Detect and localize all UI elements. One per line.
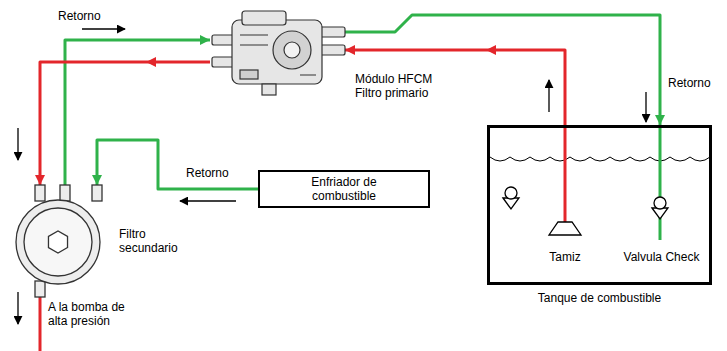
secondary-filter: Filtro secundario — [15, 185, 101, 297]
fuel-level — [490, 157, 710, 161]
outlet-label: A la bomba de alta presión — [48, 300, 143, 329]
fuel-line — [97, 140, 258, 189]
check-valve-symbol — [503, 187, 519, 209]
strainer-symbol — [549, 222, 581, 235]
direction-arrow — [548, 80, 549, 112]
node-label: Tanque de combustible — [490, 291, 709, 305]
module-drain — [262, 84, 276, 95]
valve-ball — [505, 187, 517, 199]
hfcm-module-illustration — [212, 11, 345, 95]
hex-nut — [48, 231, 67, 253]
direction-arrow — [180, 200, 236, 201]
port-stub — [60, 185, 70, 201]
edge-label-holder: Retorno — [184, 166, 231, 180]
edge-label-holder: Retorno — [56, 9, 103, 23]
direction-arrow — [645, 92, 646, 122]
module-detail — [240, 35, 316, 75]
module-body — [232, 20, 322, 84]
label-holder: Tamiz — [535, 250, 595, 264]
module-cap — [242, 11, 286, 25]
direction-arrows — [18, 29, 646, 324]
filter-canister — [24, 208, 92, 276]
valve-ball — [654, 197, 666, 209]
direction-arrow — [17, 292, 18, 324]
port-stub — [35, 185, 45, 201]
filter-illustration — [16, 185, 102, 297]
node-label: Filtro secundario — [119, 227, 194, 256]
direction-arrow — [17, 128, 18, 160]
flow-label: Retorno — [666, 76, 713, 90]
part-label: Tamiz — [535, 250, 595, 264]
module-housing — [273, 31, 311, 69]
node-label: Enfriador de combustible — [299, 175, 389, 204]
cooler-box: Enfriador de combustible — [258, 170, 430, 209]
outlet-line — [39, 297, 42, 351]
part-label: Valvula Check — [614, 250, 709, 264]
fuel-line — [345, 50, 565, 125]
node-label: Módulo HFCM Filtro primario — [355, 72, 455, 101]
check-valve-symbol — [652, 197, 668, 219]
direction-arrow — [82, 28, 125, 29]
return-line — [659, 128, 662, 240]
filter-outline — [15, 185, 101, 297]
port-stub — [92, 185, 102, 201]
flow-arrow — [486, 45, 496, 55]
port-stub — [35, 281, 45, 297]
flow-arrow — [146, 57, 156, 67]
pickup-line — [564, 128, 567, 223]
label-holder: A la bomba de alta presión — [48, 300, 143, 329]
fuel-line — [345, 15, 660, 125]
flow-label: Retorno — [56, 9, 103, 23]
edge-label-holder: Retorno — [666, 76, 713, 90]
hfcm-module: Módulo HFCM Filtro primario — [210, 8, 345, 100]
label-holder: Valvula Check — [614, 250, 709, 264]
filter-canister — [16, 200, 100, 284]
module-housing — [284, 42, 300, 58]
flow-label: Retorno — [184, 166, 231, 180]
module-connector — [240, 70, 258, 79]
